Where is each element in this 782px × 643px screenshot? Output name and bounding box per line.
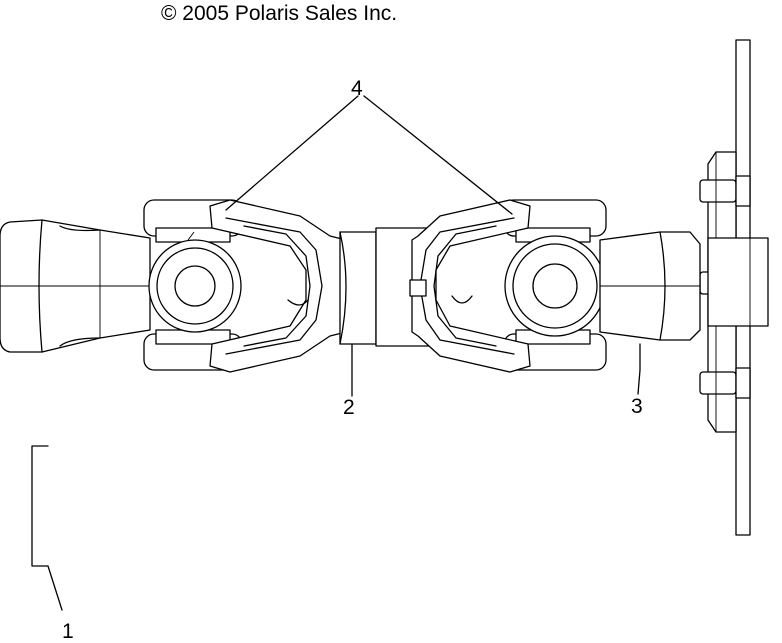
right-u-joint [409,199,607,373]
left-tube [0,219,151,353]
callout-label-4: 4 [351,77,363,100]
callout-label-1: 1 [62,620,74,643]
copyright-notice: © 2005 Polaris Sales Inc. [161,2,398,25]
leader-lines [31,95,641,611]
left-u-joint [143,199,347,373]
callout-label-3: 3 [631,395,643,418]
right-tube [599,231,701,341]
callout-label-2: 2 [343,396,355,419]
center-shaft [339,227,431,347]
mounting-plate [699,39,769,536]
